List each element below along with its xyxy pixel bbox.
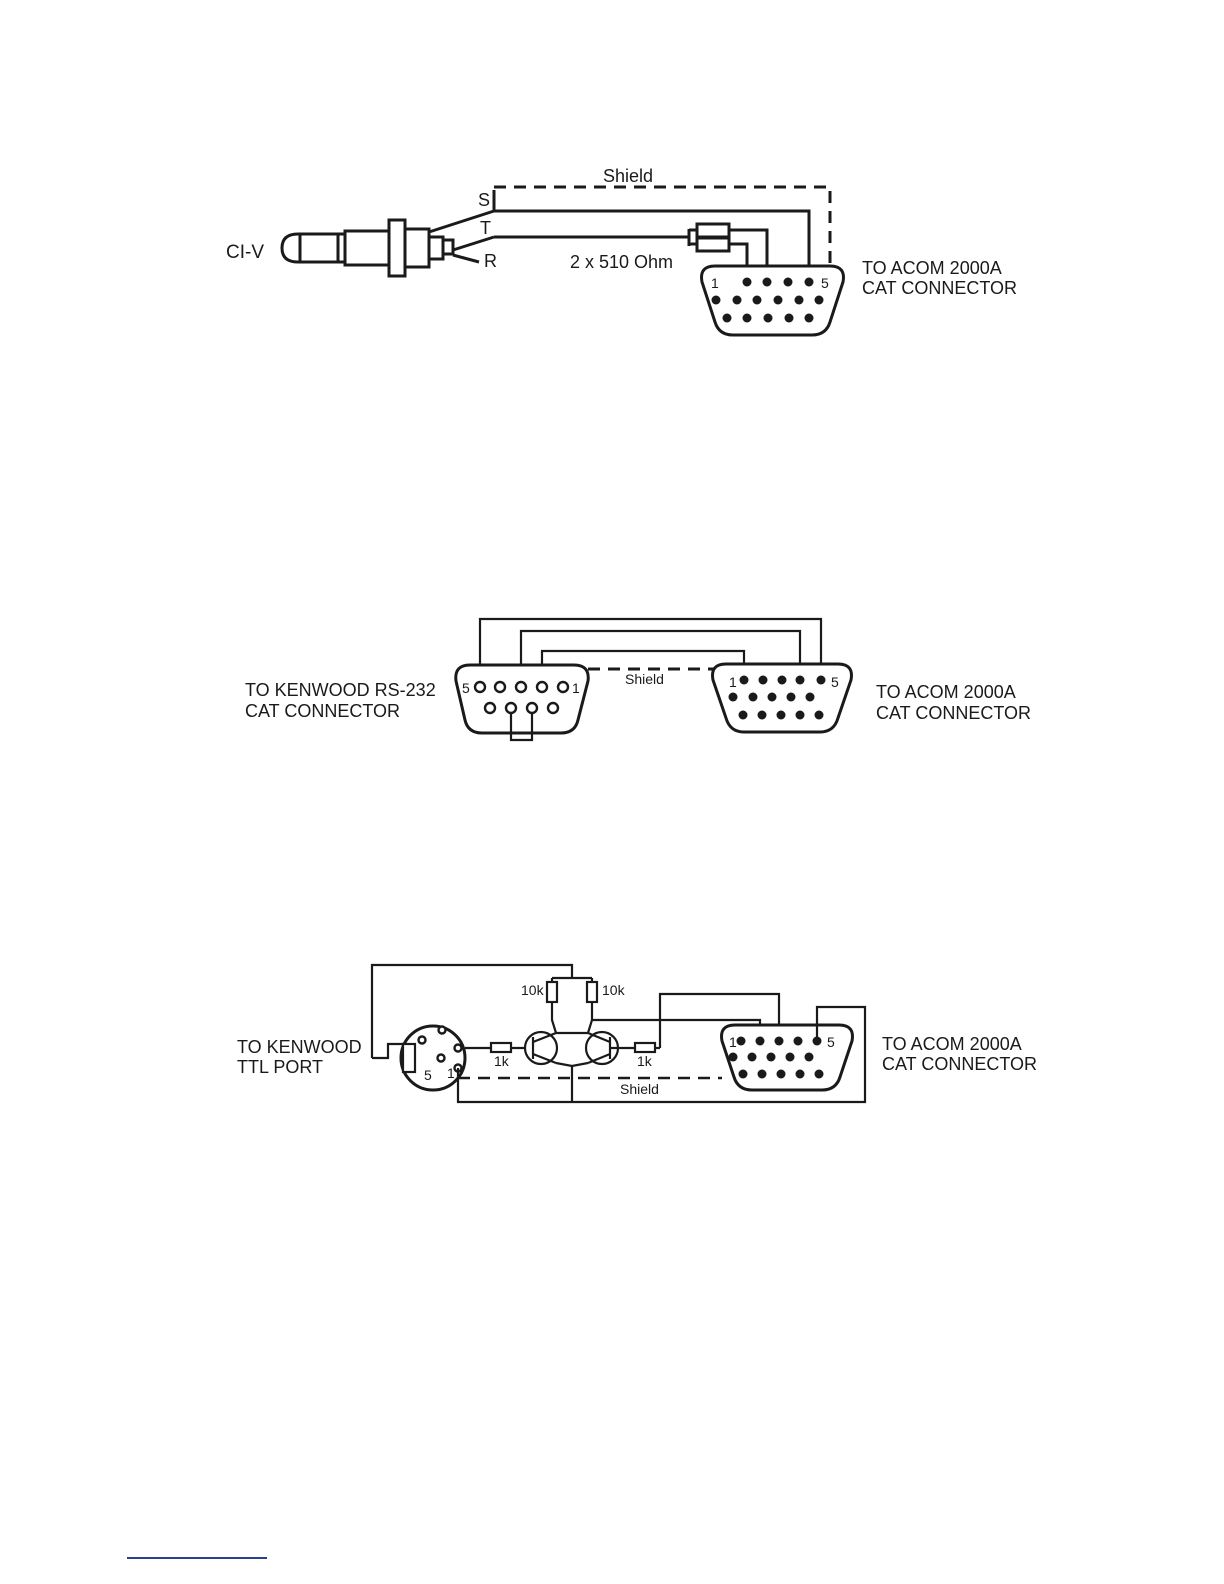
- destination-line-1: TO ACOM 2000A: [876, 682, 1016, 702]
- din-pin-1-label: 1: [447, 1065, 455, 1081]
- destination-line-1: TO ACOM 2000A: [862, 258, 1002, 278]
- footnote-rule: [127, 1557, 267, 1559]
- din-connector: [401, 1026, 465, 1090]
- db15-pin-5-label: 5: [827, 1034, 835, 1050]
- din-pin-5-label: 5: [424, 1067, 432, 1083]
- db15-pin-5-label: 5: [831, 674, 839, 690]
- db9-pin-1-label: 1: [572, 680, 580, 696]
- civ-cable-diagram: CI-V S T R Shield 2 x 510 Ohm: [226, 166, 1017, 335]
- shield-label: Shield: [620, 1081, 659, 1097]
- destination-line-2: CAT CONNECTOR: [882, 1054, 1037, 1074]
- plug-label: CI-V: [226, 242, 264, 263]
- r-base-right-label: 1k: [637, 1053, 653, 1069]
- db9-pin-5-label: 5: [462, 680, 470, 696]
- source-line-1: TO KENWOOD RS-232: [245, 680, 436, 700]
- destination-line-2: CAT CONNECTOR: [876, 703, 1031, 723]
- pin-r-label: R: [484, 251, 497, 271]
- transistor-left: [525, 1032, 557, 1064]
- shield-label: Shield: [603, 166, 653, 186]
- source-line-2: CAT CONNECTOR: [245, 701, 400, 721]
- source-line-2: TTL PORT: [237, 1057, 323, 1077]
- db15-pin-1-label: 1: [711, 275, 719, 291]
- pin-t-label: T: [480, 218, 491, 238]
- db9-connector: [456, 665, 588, 740]
- pin-s-label: S: [478, 190, 490, 210]
- shield-label: Shield: [625, 671, 664, 687]
- pullup-resistors: [547, 982, 597, 1033]
- db15-pin-1-label: 1: [729, 674, 737, 690]
- r-base-left-label: 1k: [494, 1053, 510, 1069]
- source-line-1: TO KENWOOD: [237, 1037, 362, 1057]
- rs232-cable-diagram: 5 1 Shield 1 5 TO KENWOOD RS-232 CAT CON…: [245, 619, 1031, 740]
- destination-line-1: TO ACOM 2000A: [882, 1034, 1022, 1054]
- destination-line-2: CAT CONNECTOR: [862, 278, 1017, 298]
- r-pullup-left-label: 10k: [521, 982, 545, 998]
- resistor-label: 2 x 510 Ohm: [570, 252, 673, 272]
- r-pullup-right-label: 10k: [602, 982, 626, 998]
- db15-pin-1-label: 1: [729, 1034, 737, 1050]
- db15-pin-5-label: 5: [821, 275, 829, 291]
- ttl-interface-diagram: 10k 10k 5 1 1k: [237, 965, 1037, 1102]
- stereo-plug: [282, 220, 453, 276]
